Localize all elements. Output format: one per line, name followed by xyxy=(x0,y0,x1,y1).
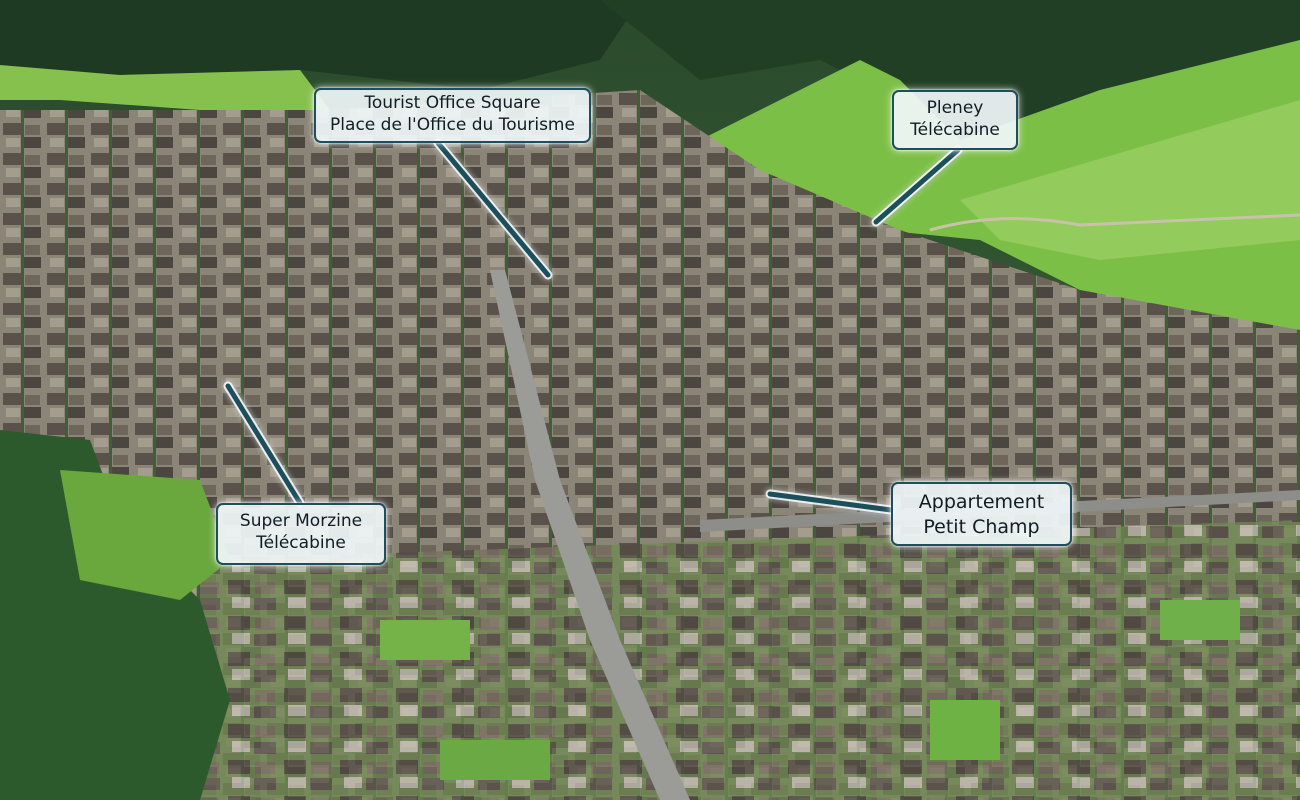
pointer-line-appartement xyxy=(767,491,894,513)
garden-patch xyxy=(1160,600,1240,640)
label-line: Petit Champ xyxy=(923,516,1040,538)
garden-patch xyxy=(930,700,1000,760)
wooded-slope-left xyxy=(0,430,230,800)
village-area-south xyxy=(200,520,1300,800)
garden-patch xyxy=(380,620,470,660)
pointer-line-pleney xyxy=(873,147,961,225)
label-line: Télécabine xyxy=(256,533,346,553)
label-line: Télécabine xyxy=(910,120,1000,140)
meadow-right xyxy=(700,40,1300,330)
label-line: Tourist Office Square xyxy=(364,93,541,113)
garden-patch xyxy=(440,740,550,780)
label-tourist-office-square: Tourist Office Square Place de l'Office … xyxy=(314,88,591,143)
label-line: Place de l'Office du Tourisme xyxy=(330,115,575,135)
meadow-slope-left xyxy=(60,470,230,600)
label-line: Super Morzine xyxy=(239,511,363,531)
label-pleney-telecabine: Pleney Télécabine xyxy=(892,90,1018,150)
main-road xyxy=(490,270,690,800)
meadow-left xyxy=(0,65,330,110)
label-super-morzine-telecabine: Super Morzine Télécabine xyxy=(216,503,386,565)
forest-ridge-left xyxy=(0,0,640,90)
label-appartement-petit-champ: Appartement Petit Champ xyxy=(891,482,1072,546)
label-line: Appartement xyxy=(918,491,1045,513)
label-line: Pleney xyxy=(926,98,984,118)
mountain-path xyxy=(929,213,1300,232)
pointer-line-tourist-office xyxy=(435,140,551,278)
pointer-line-super-morzine xyxy=(225,383,303,506)
